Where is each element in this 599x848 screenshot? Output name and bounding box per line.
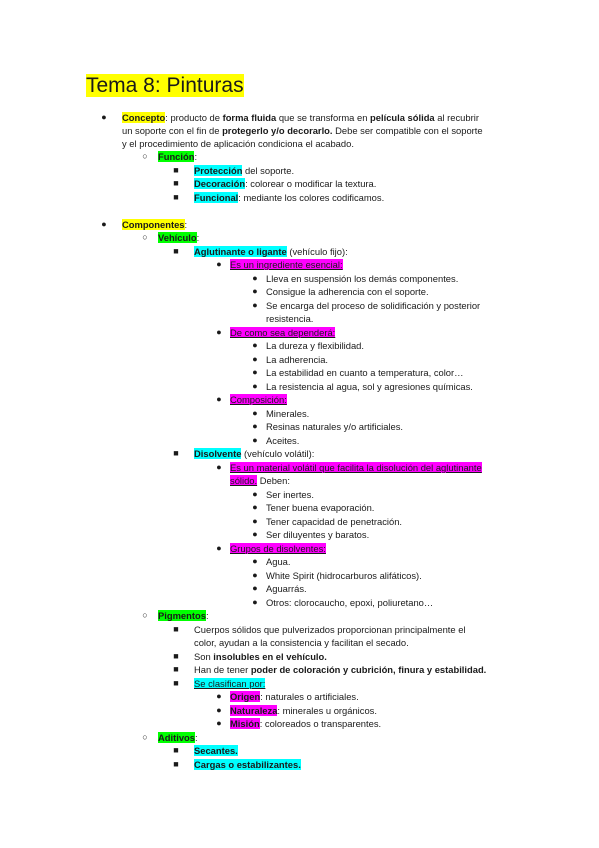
list-item: White Spirit (hidrocarburos alifáticos). xyxy=(266,570,422,581)
funcion-item: Decoración: colorear o modificar la text… xyxy=(194,178,377,189)
bullet-marker: ● xyxy=(216,691,222,701)
vehiculo-heading: Vehículo: xyxy=(158,232,200,243)
clasificacion-item: Naturaleza: minerales u orgánicos. xyxy=(230,705,377,716)
funcion-item: Funcional: mediante los colores codifica… xyxy=(194,192,385,203)
bullet-marker: ● xyxy=(252,597,258,607)
concepto-line-1: Concepto: producto de forma fluida que s… xyxy=(122,112,479,123)
aditivos-item: Secantes. xyxy=(194,745,238,756)
funcion-item: Protección del soporte. xyxy=(194,165,295,176)
bullet-marker: ● xyxy=(216,327,222,337)
bullet-marker: ● xyxy=(252,583,258,593)
list-item: Resinas naturales y/o artificiales. xyxy=(266,421,404,432)
concepto-line-2: un soporte con el fin de protegerlo y/o … xyxy=(122,125,483,136)
bullet-marker: ● xyxy=(252,556,258,566)
pigmentos-item: Cuerpos sólidos que pulverizados proporc… xyxy=(194,624,466,635)
circle-marker: ○ xyxy=(142,732,148,742)
disolvente-heading: Disolvente (vehículo volátil): xyxy=(194,448,315,459)
bullet-marker: ● xyxy=(252,381,258,391)
aditivos-heading: Aditivos: xyxy=(158,732,198,743)
bullet-marker: ● xyxy=(101,219,107,229)
disolvente-definition-line-2: sólido. Deben: xyxy=(230,475,290,486)
bullet-marker: ● xyxy=(252,340,258,350)
bullet-marker: ● xyxy=(252,408,258,418)
list-item: La resistencia al agua, sol y agresiones… xyxy=(266,381,473,392)
square-marker: ■ xyxy=(173,678,179,688)
square-marker: ■ xyxy=(173,448,179,458)
concepto-label: Concepto xyxy=(122,112,166,123)
square-marker: ■ xyxy=(173,651,179,661)
componentes-heading: Componentes: xyxy=(122,219,188,230)
pigmentos-item: Son insolubles en el vehículo. xyxy=(194,651,327,662)
square-marker: ■ xyxy=(173,246,179,256)
list-item: Se encarga del proceso de solidificación… xyxy=(266,300,481,311)
clasificacion-item: Origen: naturales o artificiales. xyxy=(230,691,359,702)
aglutinante-group-label: Es un ingrediente esencial: xyxy=(230,259,343,270)
list-item: Consigue la adherencia con el soporte. xyxy=(266,286,429,297)
list-item: Minerales. xyxy=(266,408,310,419)
bullet-marker: ● xyxy=(252,286,258,296)
list-item: Tener capacidad de penetración. xyxy=(266,516,403,527)
list-item: Tener buena evaporación. xyxy=(266,502,375,513)
circle-marker: ○ xyxy=(142,232,148,242)
list-item: La adherencia. xyxy=(266,354,329,365)
list-item: Otros: clorocaucho, epoxi, poliuretano… xyxy=(266,597,434,608)
list-item: Ser diluyentes y baratos. xyxy=(266,529,370,540)
bullet-marker: ● xyxy=(216,462,222,472)
list-item: Ser inertes. xyxy=(266,489,314,500)
clasificacion-label: Se clasifican por: xyxy=(194,678,266,689)
page-title: Tema 8: Pinturas xyxy=(86,74,244,97)
bullet-marker: ● xyxy=(216,543,222,553)
square-marker: ■ xyxy=(173,759,179,769)
bullet-marker: ● xyxy=(252,273,258,283)
square-marker: ■ xyxy=(173,178,179,188)
list-item-continuation: resistencia. xyxy=(266,313,314,324)
pigmentos-item: Han de tener poder de coloración y cubri… xyxy=(194,664,487,675)
pigmentos-heading: Pigmentos: xyxy=(158,610,209,621)
list-item: Aguarrás. xyxy=(266,583,307,594)
grupos-disolventes-label: Grupos de disolventes: xyxy=(230,543,326,554)
bullet-marker: ● xyxy=(101,112,107,122)
pigmentos-item-continuation: color, ayudan a la consistencia y facili… xyxy=(194,637,409,648)
list-item: Agua. xyxy=(266,556,291,567)
bullet-marker: ● xyxy=(252,421,258,431)
aglutinante-group-label: De como sea dependerá: xyxy=(230,327,336,338)
list-item: La estabilidad en cuanto a temperatura, … xyxy=(266,367,464,378)
bullet-marker: ● xyxy=(216,394,222,404)
circle-marker: ○ xyxy=(142,610,148,620)
clasificacion-item: Misión: coloreados o transparentes. xyxy=(230,718,382,729)
square-marker: ■ xyxy=(173,192,179,202)
bullet-marker: ● xyxy=(252,502,258,512)
square-marker: ■ xyxy=(173,165,179,175)
bullet-marker: ● xyxy=(252,367,258,377)
square-marker: ■ xyxy=(173,624,179,634)
bullet-marker: ● xyxy=(216,705,222,715)
bullet-marker: ● xyxy=(252,354,258,364)
bullet-marker: ● xyxy=(216,259,222,269)
square-marker: ■ xyxy=(173,664,179,674)
aglutinante-group-label: Composición: xyxy=(230,394,287,405)
list-item: La dureza y flexibilidad. xyxy=(266,340,364,351)
bullet-marker: ● xyxy=(252,300,258,310)
aglutinante-heading: Aglutinante o ligante (vehículo fijo): xyxy=(194,246,348,257)
list-item: Lleva en suspensión los demás componente… xyxy=(266,273,459,284)
concepto-line-3: y el procedimiento de aplicación condici… xyxy=(122,138,354,149)
bullet-marker: ● xyxy=(252,570,258,580)
funcion-heading: Función: xyxy=(158,151,198,162)
circle-marker: ○ xyxy=(142,151,148,161)
bullet-marker: ● xyxy=(252,489,258,499)
list-item: Aceites. xyxy=(266,435,300,446)
aditivos-item: Cargas o estabilizantes. xyxy=(194,759,301,770)
disolvente-definition-line-1: Es un material volátil que facilita la d… xyxy=(230,462,482,473)
bullet-marker: ● xyxy=(252,435,258,445)
bullet-marker: ● xyxy=(252,516,258,526)
bullet-marker: ● xyxy=(216,718,222,728)
square-marker: ■ xyxy=(173,745,179,755)
bullet-marker: ● xyxy=(252,529,258,539)
